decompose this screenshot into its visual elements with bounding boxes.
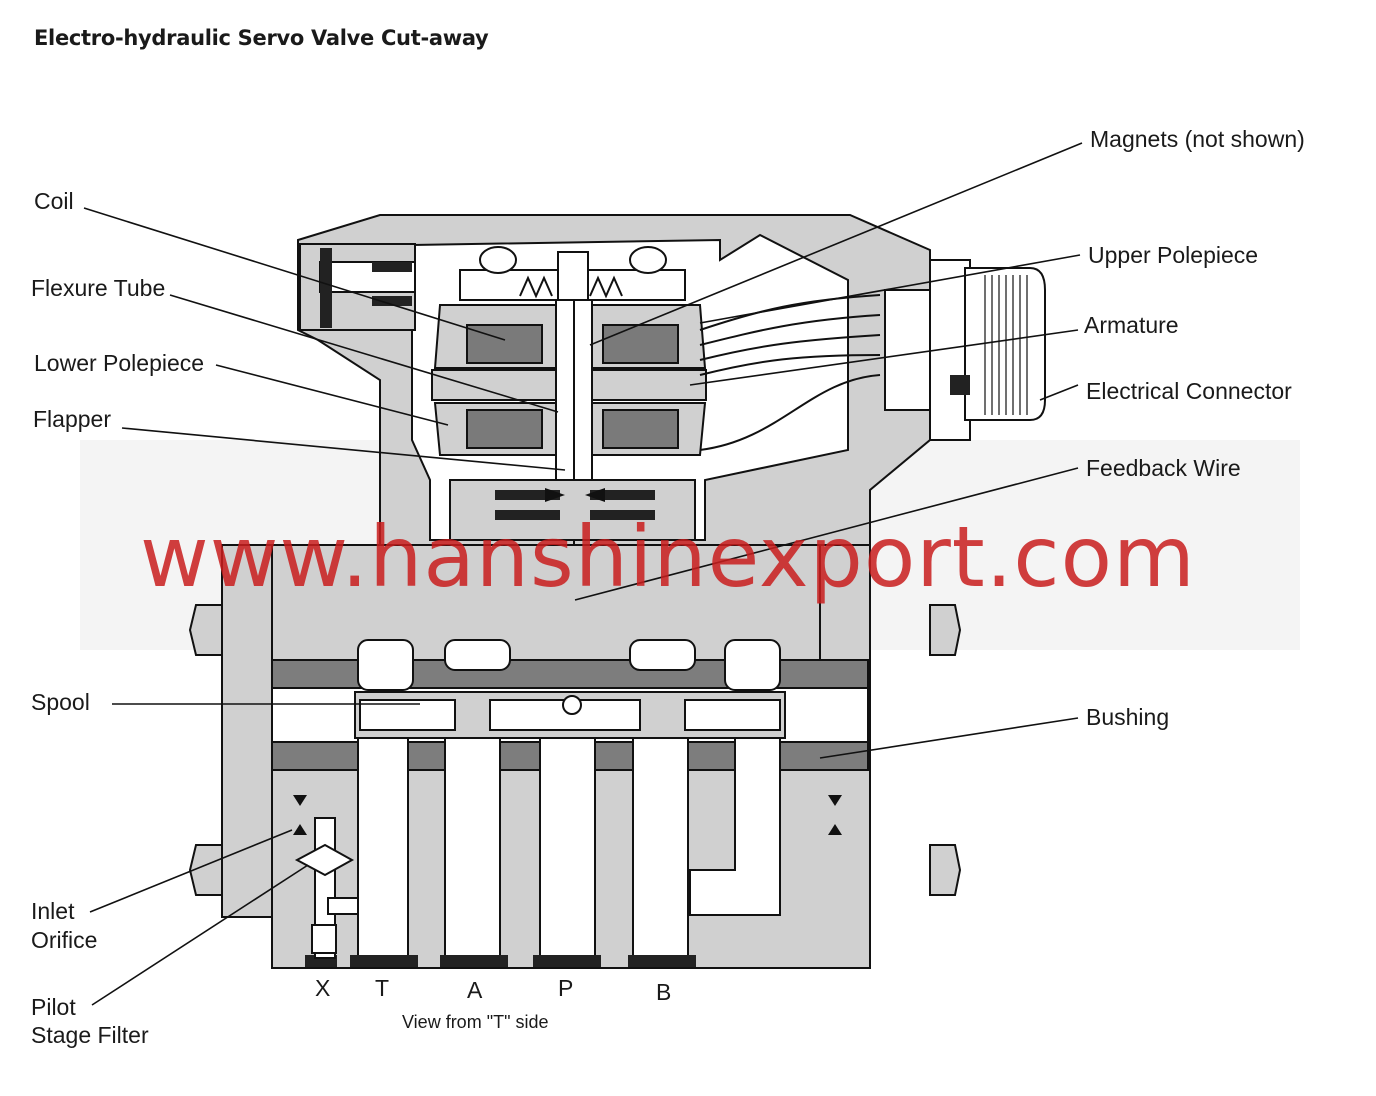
port-p-label: P xyxy=(558,975,574,1001)
port-t-label: T xyxy=(375,975,390,1001)
coil-left-upper xyxy=(466,324,543,364)
lead-wires xyxy=(699,294,881,451)
label-magnets: Magnets (not shown) xyxy=(1090,126,1305,152)
label-orifice: Orifice xyxy=(31,927,98,953)
label-armature: Armature xyxy=(1084,312,1179,338)
pilot-stage-filter xyxy=(294,843,355,877)
coil-right-lower xyxy=(602,409,679,449)
port-b-label: B xyxy=(656,979,672,1005)
label-feedback-wire: Feedback Wire xyxy=(1086,455,1241,481)
port-passages xyxy=(357,737,781,964)
label-flapper: Flapper xyxy=(33,406,111,432)
upper-adjust-screws xyxy=(459,246,686,303)
bushing-ports-upper xyxy=(357,639,781,691)
flow-arrows xyxy=(293,795,842,835)
watermark: www.hanshinexport.com xyxy=(140,508,1196,606)
label-coil: Coil xyxy=(34,188,74,214)
port-x-label: X xyxy=(315,975,331,1001)
inlet-orifice xyxy=(311,924,337,954)
label-electrical-connector: Electrical Connector xyxy=(1086,378,1292,404)
label-spool: Spool xyxy=(31,689,90,715)
coil-right-upper xyxy=(602,324,679,364)
label-flexure-tube: Flexure Tube xyxy=(31,275,166,301)
label-inlet: Inlet xyxy=(31,898,75,924)
label-stage-filter: Stage Filter xyxy=(31,1022,149,1048)
label-lower-polepiece: Lower Polepiece xyxy=(34,350,205,376)
port-seals xyxy=(305,955,696,967)
leader-lines xyxy=(83,142,1083,1006)
label-pilot: Pilot xyxy=(31,994,76,1020)
label-bushing: Bushing xyxy=(1086,704,1170,730)
coil-left-lower xyxy=(466,409,543,449)
port-a-label: A xyxy=(467,977,483,1003)
label-upper-polepiece: Upper Polepiece xyxy=(1088,242,1259,268)
bolts xyxy=(188,604,962,896)
view-note: View from "T" side xyxy=(402,1012,549,1032)
page-title: Electro-hydraulic Servo Valve Cut-away xyxy=(34,26,489,50)
